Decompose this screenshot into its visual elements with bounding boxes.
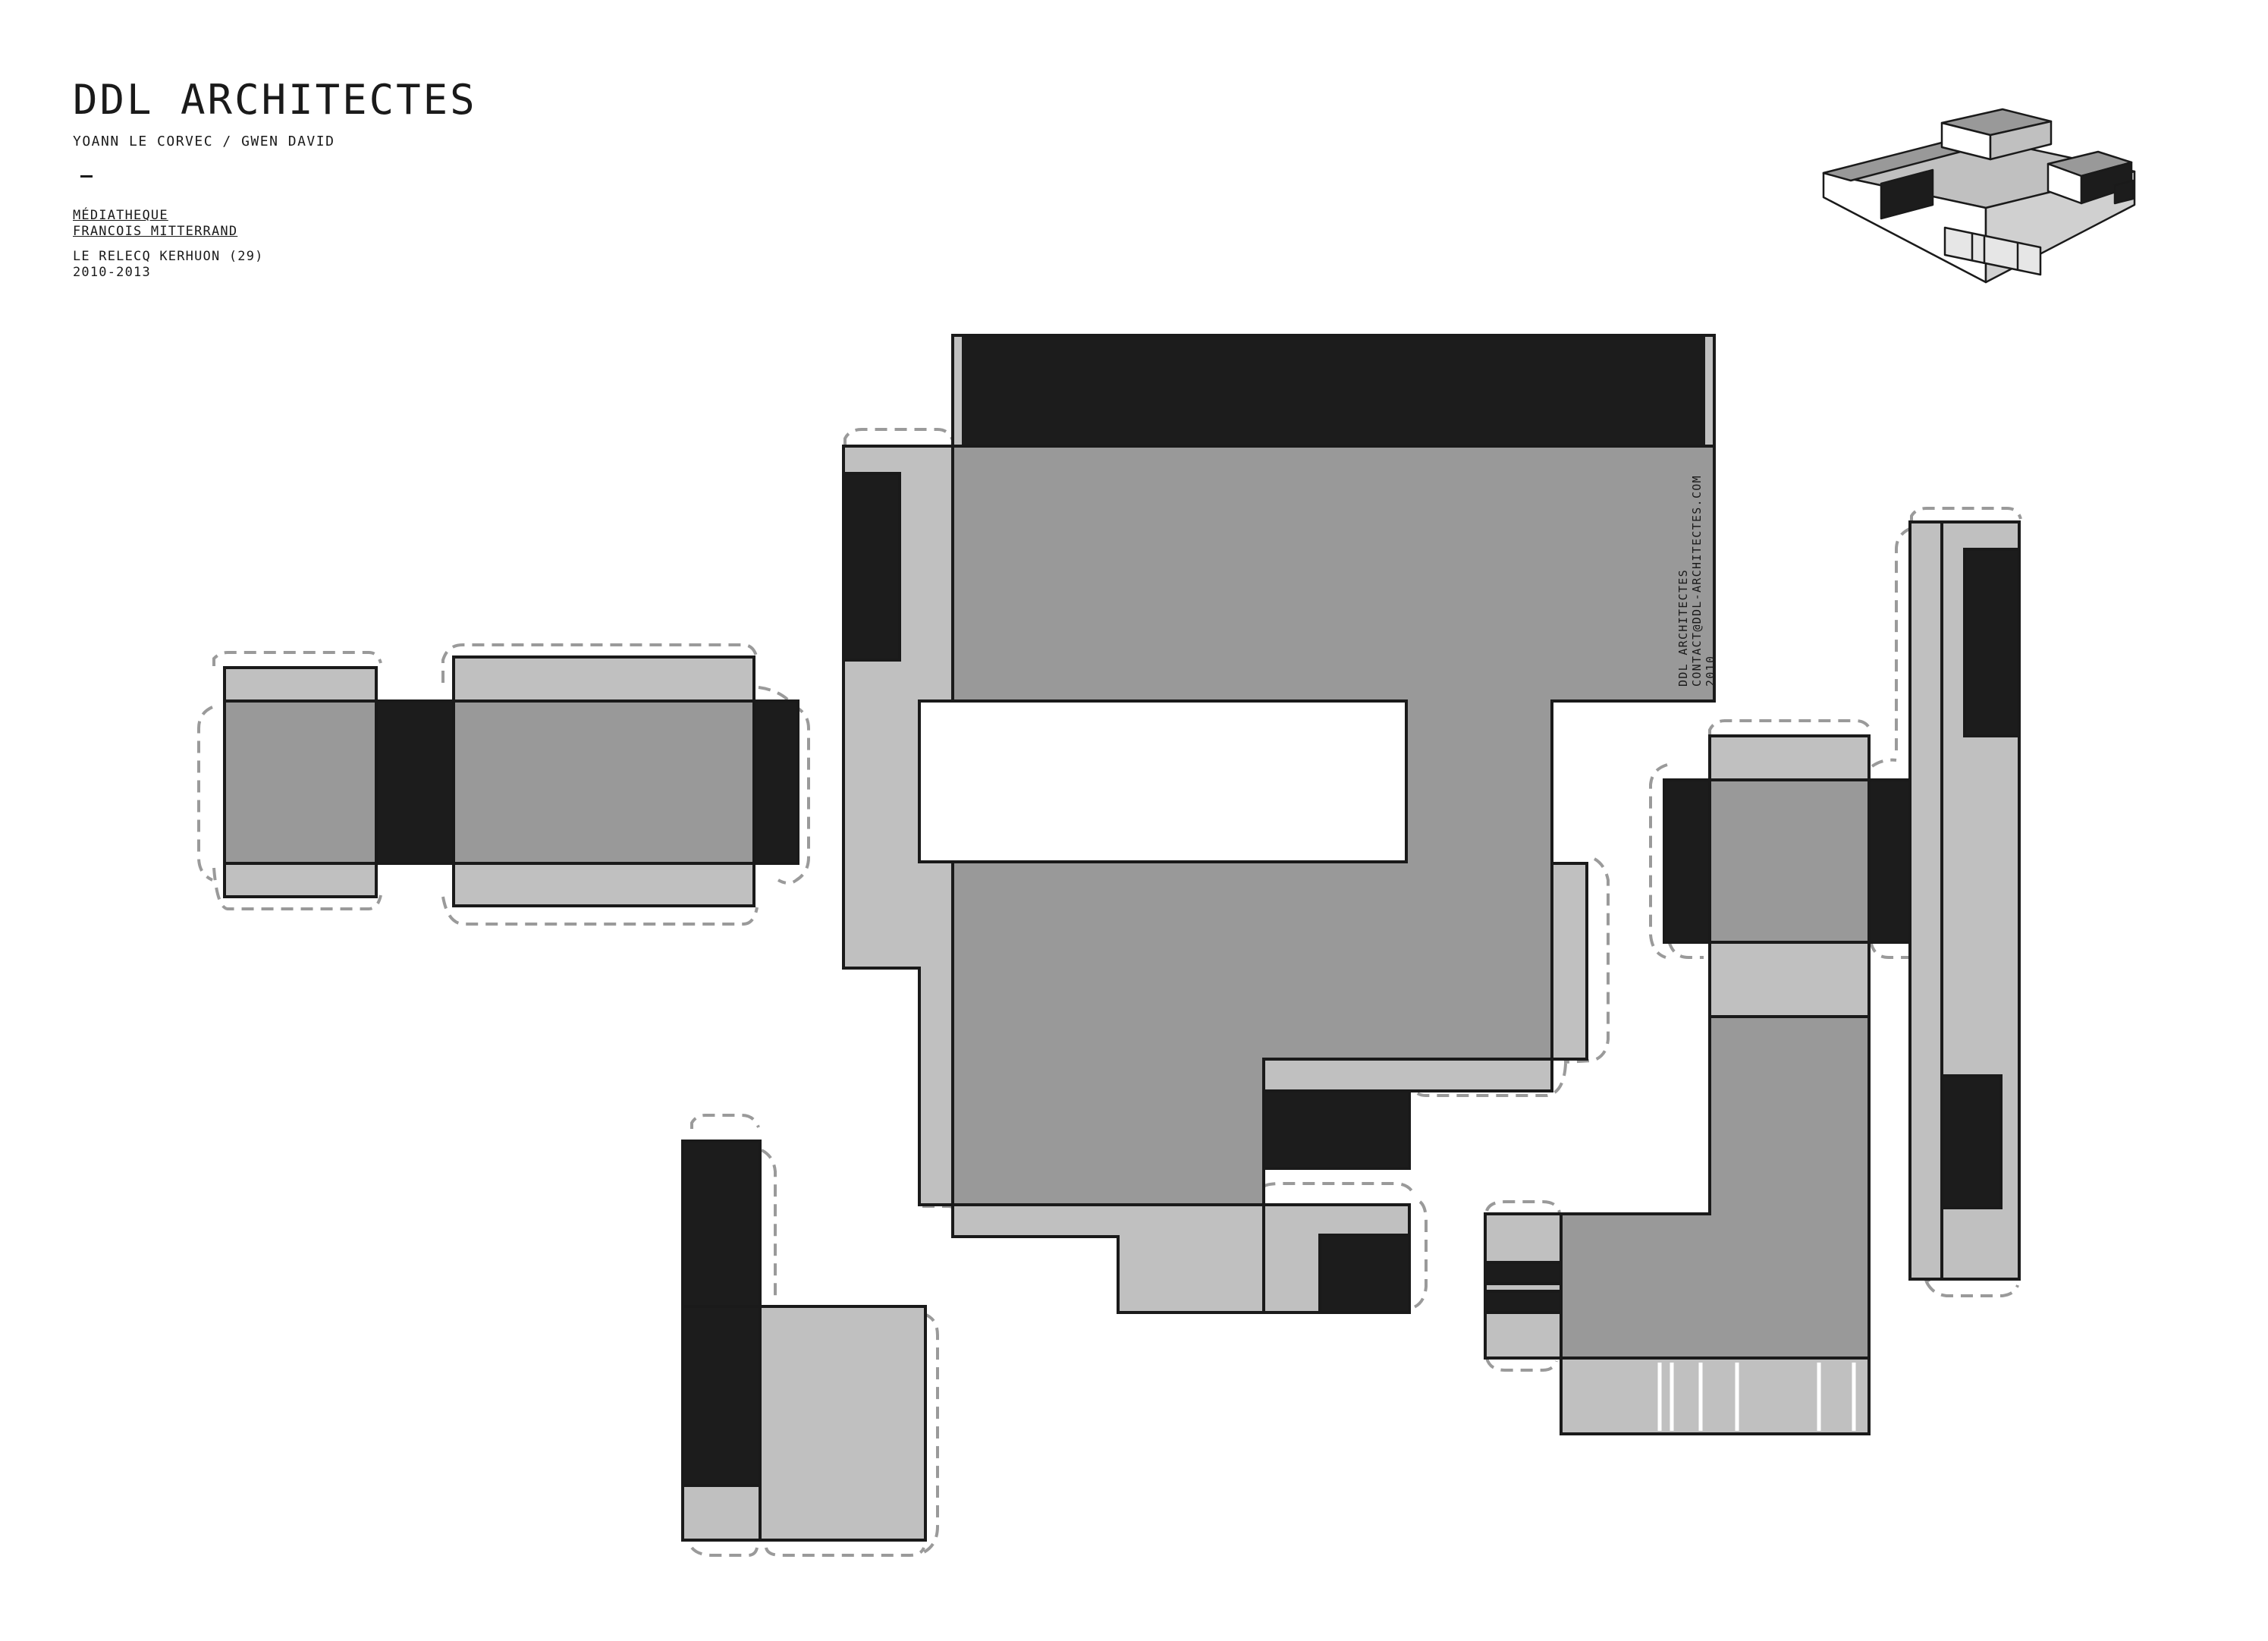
firm-name: DDL ARCHITECTES (73, 76, 477, 124)
axo-block-right (1989, 120, 2053, 161)
fold-tabs-right-cross (1649, 719, 1927, 959)
rc-left-dark (1663, 778, 1711, 944)
axo-corner-dark (2113, 179, 2134, 205)
bl-side-face (759, 1305, 927, 1542)
piece-right-cross (1484, 719, 1972, 1435)
fold-tabs-far-right (1895, 507, 2022, 1297)
central-bottom-right-dark (1318, 1234, 1411, 1314)
credit-line-year: 2010 (1704, 655, 1717, 687)
rc-bottom-facade (1560, 1356, 1871, 1435)
piece-left-strip (197, 643, 810, 926)
rc-center-face (1708, 778, 1871, 944)
bl-lower-dark (681, 1305, 762, 1487)
fold-tab-central-top (843, 428, 954, 445)
fold-tabs-right-bottom (1485, 1200, 1561, 1372)
title-block: DDL ARCHITECTES YOANN LE CORVEC / GWEN D… (73, 76, 604, 281)
left-a-top-flap (223, 666, 378, 703)
project-location: LE RELECQ KERHUON (29) (73, 249, 264, 264)
central-bottom-flap (951, 1203, 1265, 1314)
left-connector-dark (375, 699, 455, 865)
central-left-window-dark (842, 472, 901, 662)
rc-bottom-facade-outline (1560, 1356, 1871, 1435)
bl-outline (681, 1140, 762, 1542)
central-bottom-dark-block (1262, 1089, 1411, 1170)
central-roof-edge-dark (951, 334, 1716, 448)
left-b-face (452, 699, 755, 865)
fold-tab-central-left (922, 1205, 956, 1213)
rc-top-flap (1708, 734, 1871, 781)
rc-l-face (1560, 1015, 1871, 1360)
fr-upper-dark (1963, 548, 2021, 737)
bl-lower-light (681, 1484, 762, 1542)
central-roof-edge-cap-left (954, 337, 962, 445)
fr-lower-dark (1940, 1074, 2003, 1209)
separator-dash (80, 175, 93, 178)
central-right-flap (1550, 862, 1588, 1061)
credit-line-email: CONTACT@DDL-ARCHITECTES.COM (1690, 475, 1704, 687)
bl-upper-dark (681, 1140, 762, 1308)
axo-facade-strip (1943, 226, 2042, 276)
left-b-bottom-flap (452, 862, 755, 907)
rc-left-flap (1484, 1212, 1563, 1360)
left-a-bottom-flap (223, 862, 378, 898)
credit-line-firm: DDL ARCHITECTES (1676, 569, 1690, 687)
rc-left-stripe-1 (1484, 1261, 1563, 1285)
fr-outline (1908, 520, 2021, 1281)
fold-tab-central-right (1411, 857, 1610, 1097)
piece-central (842, 334, 1716, 1314)
central-roof-edge-cap-right (1705, 337, 1713, 445)
architects-names: YOANN LE CORVEC / GWEN DAVID (73, 134, 335, 149)
piece-bottom-left (681, 1114, 939, 1557)
project-years: 2010-2013 (73, 265, 151, 280)
axo-dark-recess (1880, 168, 1934, 220)
fold-tabs-left-a (197, 651, 382, 910)
left-b-top-flap (452, 655, 755, 703)
left-a-face (223, 699, 378, 865)
project-name-line1: MÉDIATHEQUE (73, 208, 168, 223)
central-bottom-ledge (1262, 1058, 1553, 1092)
axonometric-thumbnail (1822, 108, 2136, 284)
piece-far-right (1895, 507, 2022, 1297)
project-name-line2: FRANCOIS MITTERRAND (73, 224, 238, 239)
left-b-end-dark (752, 699, 799, 865)
fold-tab-central-bottom (1262, 1182, 1428, 1309)
fold-tabs-bottom-left (690, 1114, 939, 1557)
central-patio-void (918, 699, 1408, 863)
rc-lower-flap (1708, 941, 1871, 1018)
vertical-credit: DDL ARCHITECTES CONTACT@DDL-ARCHITECTES.… (1676, 475, 1745, 687)
fold-tabs-left-b (441, 643, 810, 926)
project-name: MÉDIATHEQUE FRANCOIS MITTERRAND (73, 208, 604, 240)
rc-left-stripe-2 (1484, 1290, 1563, 1314)
